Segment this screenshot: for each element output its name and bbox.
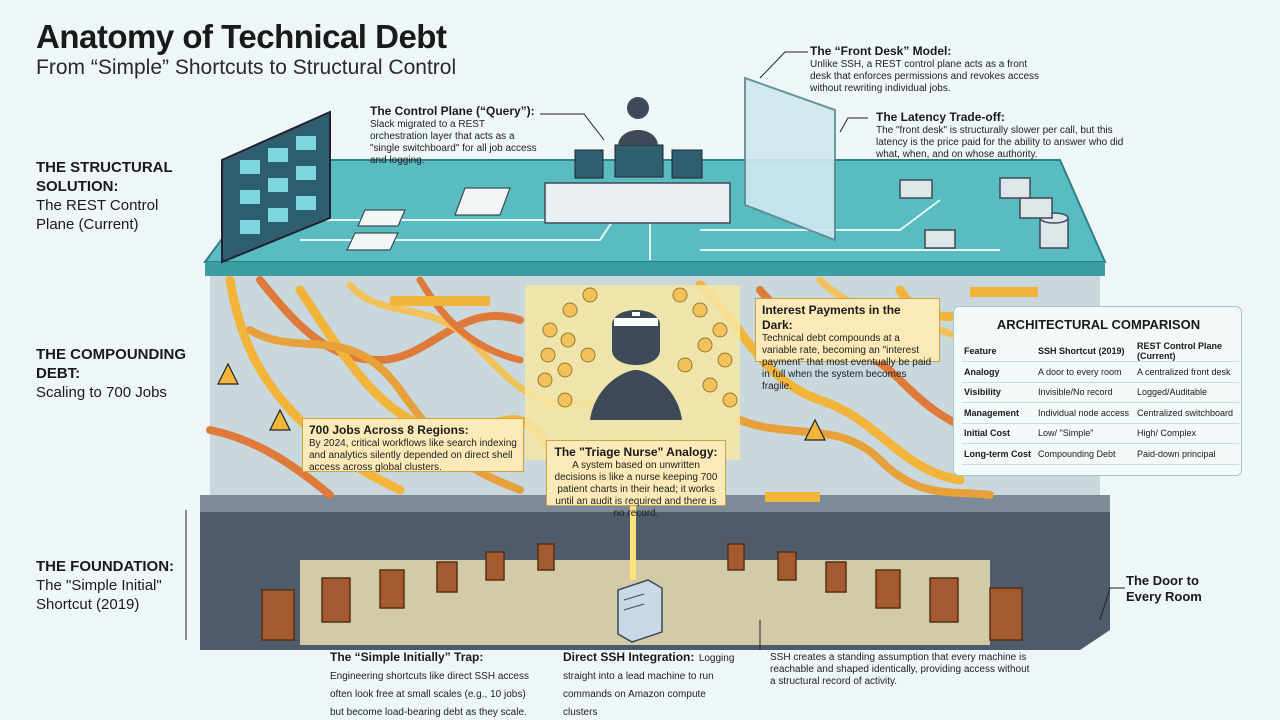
front-desk-icon [544, 97, 731, 224]
callout-latency-body: The "front desk" is structurally slower … [876, 125, 1124, 160]
page-subtitle: From “Simple” Shortcuts to Structural Co… [36, 56, 457, 79]
comparison-header-row: Feature SSH Shortcut (2019) REST Control… [962, 341, 1239, 362]
callout-front-desk-head: The “Front Desk” Model: [810, 44, 952, 58]
section-structural-body: The REST Control Plane (Current) [36, 197, 159, 233]
comparison-cell: Visibility [962, 382, 1036, 403]
comparison-header: Feature [962, 341, 1036, 362]
comparison-panel: ARCHITECTURAL COMPARISON Feature SSH Sho… [953, 306, 1242, 476]
section-foundation: THE FOUNDATION: The "Simple Initial" Sho… [36, 557, 196, 614]
callout-triage-head: The "Triage Nurse" Analogy: [554, 445, 718, 459]
callout-interest-head: Interest Payments in the Dark: [762, 303, 901, 332]
page-title: Anatomy of Technical Debt [36, 18, 447, 55]
section-compounding-body: Scaling to 700 Jobs [36, 384, 167, 401]
comparison-header: REST Control Plane (Current) [1135, 341, 1239, 362]
glass-panel-icon [744, 76, 836, 242]
callout-latency: The Latency Trade-off: The "front desk" … [876, 110, 1126, 161]
monitor-wall-icon [221, 110, 331, 264]
callout-trap: The “Simple Initially” Trap: Engineering… [330, 648, 540, 720]
section-structural: THE STRUCTURAL SOLUTION: The REST Contro… [36, 158, 196, 234]
callout-trap-body: Engineering shortcuts like direct SSH ac… [330, 671, 529, 718]
comparison-cell: Centralized switchboard [1135, 402, 1239, 424]
callout-interest-body: Technical debt compounds at a variable r… [762, 333, 932, 392]
comparison-cell: Initial Cost [962, 423, 1036, 444]
comparison-row: Management Individual node access Centra… [962, 402, 1239, 424]
comparison-cell: High/ Complex [1135, 423, 1239, 444]
comparison-row: Analogy A door to every room A centraliz… [962, 361, 1239, 383]
light-beam [630, 470, 636, 580]
hazard-tape [390, 287, 1038, 502]
comparison-cell: Paid-down principal [1135, 443, 1239, 465]
section-foundation-head: THE FOUNDATION: [36, 558, 175, 575]
callout-control-plane-head: The Control Plane (“Query”): [370, 104, 535, 118]
comparison-row: Long-term Cost Compounding Debt Paid-dow… [962, 443, 1239, 465]
callout-standing: SSH creates a standing assumption that e… [770, 652, 1030, 687]
callout-interest: Interest Payments in the Dark: Technical… [755, 298, 940, 392]
section-compounding-head: THE COMPOUNDING DEBT: [36, 346, 186, 382]
comparison-header: SSH Shortcut (2019) [1036, 341, 1135, 362]
section-compounding: THE COMPOUNDING DEBT: Scaling to 700 Job… [36, 345, 211, 402]
leader-lines [540, 51, 1125, 650]
comparison-title: ARCHITECTURAL COMPARISON [996, 317, 1201, 332]
callout-ssh-integration: Direct SSH Integration: Logging straight… [563, 648, 743, 720]
section-structural-head: THE STRUCTURAL SOLUTION: [36, 159, 173, 195]
comparison-table: Feature SSH Shortcut (2019) REST Control… [962, 341, 1239, 465]
section-foundation-body: The "Simple Initial" Shortcut (2019) [36, 577, 162, 613]
server-icon [617, 579, 663, 643]
callout-jobs-head: 700 Jobs Across 8 Regions: [309, 423, 469, 437]
comparison-cell: A door to every room [1036, 361, 1135, 383]
comparison-row: Visibility Invisible/No record Logged/Au… [962, 382, 1239, 403]
callout-door: The Door to Every Room [1126, 573, 1202, 604]
callout-trap-head: The “Simple Initially” Trap: [330, 650, 484, 664]
patient-chart-icons [537, 287, 738, 408]
callout-triage: The "Triage Nurse" Analogy: A system bas… [546, 440, 726, 519]
comparison-cell: Invisible/No record [1036, 382, 1135, 403]
callout-control-plane: The Control Plane (“Query”): Slack migra… [370, 104, 545, 167]
comparison-row: Initial Cost Low/ "Simple" High/ Complex [962, 423, 1239, 444]
database-icon [899, 177, 1069, 249]
callout-triage-body: A system based on unwritten decisions is… [554, 460, 718, 519]
callout-front-desk: The “Front Desk” Model: Unlike SSH, a RE… [810, 44, 1050, 95]
comparison-cell: Compounding Debt [1036, 443, 1135, 465]
comparison-cell: Long-term Cost [962, 443, 1036, 465]
callout-ssh-integration-head: Direct SSH Integration: [563, 650, 695, 664]
callout-front-desk-body: Unlike SSH, a REST control plane acts as… [810, 59, 1039, 94]
warning-sign-icons [217, 362, 826, 441]
comparison-cell: Management [962, 402, 1036, 424]
callout-jobs-body: By 2024, critical workflows like search … [309, 438, 517, 473]
callout-jobs: 700 Jobs Across 8 Regions: By 2024, crit… [302, 418, 524, 473]
basement-doors [261, 543, 1023, 641]
comparison-cell: Low/ "Simple" [1036, 423, 1135, 444]
nurse-icon [590, 310, 682, 420]
callout-control-plane-body: Slack migrated to a REST orchestration l… [370, 119, 537, 166]
comparison-cell: Analogy [962, 361, 1036, 383]
callout-latency-head: The Latency Trade-off: [876, 110, 1005, 124]
platform-edge [205, 262, 1105, 276]
comparison-cell: Individual node access [1036, 402, 1135, 424]
comparison-cell: A centralized front desk [1135, 361, 1239, 383]
comparison-cell: Logged/Auditable [1135, 382, 1239, 403]
platform-tiles [346, 187, 511, 251]
